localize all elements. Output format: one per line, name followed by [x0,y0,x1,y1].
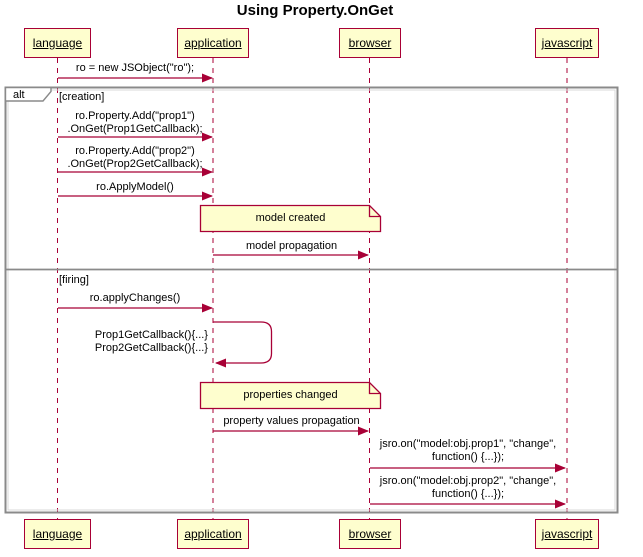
message-add-prop1: ro.Property.Add("prop1") .OnGet(Prop1Get… [53,110,217,136]
message-line: Prop2GetCallback(){...} [94,342,208,354]
participant-browser-top: browser [339,28,401,58]
alt-frame [4,86,619,514]
note-model-created: model created [255,212,326,224]
message-line: jsro.on("model:obj.prop2", "change", [379,475,557,487]
message-apply-changes: ro.applyChanges() [58,292,212,305]
participant-language-bottom: language [24,519,91,549]
note-properties-changed: properties changed [243,389,338,401]
participant-label: javascript [541,36,593,50]
message-line: model propagation [245,240,338,252]
message-line: ro = new JSObject("ro"); [75,62,195,74]
alt-condition-creation: [creation] [59,91,105,103]
participant-application-top: application [177,28,249,58]
participant-application-bottom: application [177,519,249,549]
message-self-callbacks: Prop1GetCallback(){...} Prop2GetCallback… [50,329,208,355]
message-line: ro.Property.Add("prop1") [75,110,195,122]
message-line: ro.Property.Add("prop2") [75,145,195,157]
message-line: Prop1GetCallback(){...} [94,329,208,341]
participant-label: language [32,36,83,50]
diagram-title: Using Property.OnGet [236,2,394,19]
message-line: function() {...}); [431,451,505,463]
message-line: ro.applyChanges() [89,292,181,304]
note-shape-model-created [199,204,382,233]
message-line: ro.ApplyModel() [96,181,174,193]
message-line: .OnGet(Prop1GetCallback); [67,123,203,135]
participant-label: application [184,36,242,50]
message-jsro-on-prop2: jsro.on("model:obj.prop2", "change", fun… [372,475,564,501]
alt-operator-label: alt [13,89,25,101]
note-shape-properties-changed [199,381,382,410]
participant-javascript-bottom: javascript [535,519,599,549]
alt-frame-inner-border [7,89,616,511]
alt-operator-pentagon [4,86,52,102]
message-create-jsobject: ro = new JSObject("ro"); [58,62,212,75]
participant-label: browser [348,36,392,50]
message-jsro-on-prop1: jsro.on("model:obj.prop1", "change", fun… [372,438,564,464]
arrow-self-callbacks [213,321,273,368]
message-apply-model: ro.ApplyModel() [58,181,212,194]
participant-label: browser [348,527,392,541]
message-model-propagation: model propagation [213,240,370,253]
participant-label: application [184,527,242,541]
participant-label: javascript [541,527,593,541]
participant-label: language [32,527,83,541]
message-line: .OnGet(Prop2GetCallback); [67,158,203,170]
note-fold-icon [368,205,381,218]
message-property-values-propagation: property values propagation [213,415,370,428]
message-line: property values propagation [223,415,360,427]
participant-browser-bottom: browser [339,519,401,549]
participant-javascript-top: javascript [535,28,599,58]
note-fold-icon [368,382,381,395]
message-add-prop2: ro.Property.Add("prop2") .OnGet(Prop2Get… [53,145,217,171]
message-line: function() {...}); [431,488,505,500]
message-line: jsro.on("model:obj.prop1", "change", [379,438,557,450]
alt-condition-firing: [firing] [59,274,89,286]
participant-language-top: language [24,28,91,58]
